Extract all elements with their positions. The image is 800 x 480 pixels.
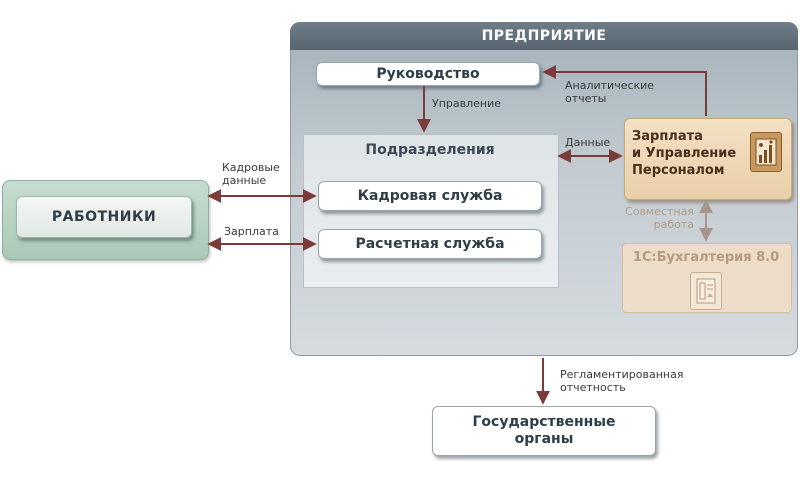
payroll-service-box[interactable]: Расчетная служба — [318, 229, 542, 259]
ledger-icon — [690, 272, 722, 310]
workers-box[interactable]: РАБОТНИКИ — [16, 196, 192, 238]
edge-label-analytics: Аналитические отчеты — [565, 79, 655, 105]
chart-people-icon — [750, 132, 782, 172]
subdivisions-title: Подразделения — [365, 142, 495, 158]
salary-system-label: Зарплата и Управление Персоналом — [632, 129, 737, 178]
edge-label-reporting: Регламентированная отчетность — [560, 368, 684, 394]
management-box[interactable]: Руководство — [316, 62, 540, 86]
edge-label-data: Данные — [565, 136, 611, 149]
accounting-label: 1С:Бухгалтерия 8.0 — [632, 250, 780, 265]
hr-service-box[interactable]: Кадровая служба — [318, 181, 542, 211]
edge-label-joint-work: Совместная работа — [625, 205, 694, 231]
arrow-analytics — [542, 65, 707, 116]
enterprise-title: ПРЕДПРИЯТИЕ — [290, 22, 798, 50]
edge-label-salary: Зарплата — [224, 225, 279, 238]
subdivisions-panel — [303, 134, 559, 288]
edge-label-hr-data: Кадровые данные — [222, 161, 280, 187]
government-box[interactable]: Государственные органы — [432, 406, 656, 456]
edge-label-management: Управление — [432, 97, 502, 110]
